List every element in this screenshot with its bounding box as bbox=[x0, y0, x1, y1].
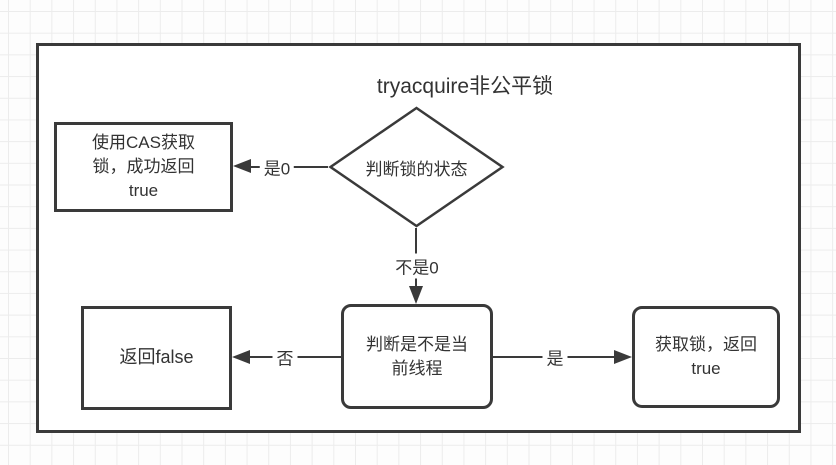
edge-no-label: 否 bbox=[272, 344, 298, 370]
edge-no-arrowhead-icon bbox=[232, 349, 250, 364]
node-judge-lock-state: 判断锁的状态 bbox=[328, 106, 505, 228]
node-return-false-label: 返回false bbox=[119, 347, 194, 368]
node-cas-acquire: 使用CAS获取 锁，成功返回 true bbox=[54, 122, 233, 212]
node-judge-current-thread-line-2: 前线程 bbox=[391, 358, 443, 378]
node-judge-lock-state-label: 判断锁的状态 bbox=[365, 159, 468, 179]
node-cas-acquire-line-1: 使用CAS获取 bbox=[92, 133, 195, 153]
edge-yes-label: 是 bbox=[542, 344, 568, 370]
node-judge-current-thread-line-1: 判断是不是当 bbox=[366, 334, 468, 354]
edge-not-zero-arrowhead-icon bbox=[408, 286, 423, 304]
node-return-false: 返回false bbox=[81, 306, 232, 410]
node-judge-current-thread: 判断是不是当 前线程 bbox=[341, 304, 493, 409]
diamond-outline bbox=[328, 106, 505, 228]
node-cas-acquire-line-3: true bbox=[128, 180, 159, 200]
edge-is-zero-label: 是0 bbox=[259, 154, 295, 180]
node-acquire-lock-line-2: true bbox=[691, 359, 721, 378]
edge-is-zero-arrowhead-icon bbox=[233, 159, 251, 173]
diamond-shape bbox=[328, 106, 505, 228]
edge-yes-arrowhead-icon bbox=[614, 349, 632, 364]
flowchart-canvas: tryacquire非公平锁 判断锁的状态 使用CAS获取 锁，成功返回 tru… bbox=[36, 43, 801, 433]
edge-not-zero-label: 不是0 bbox=[391, 253, 443, 279]
node-acquire-lock-line-1: 获取锁，返回 bbox=[655, 335, 757, 355]
node-acquire-lock: 获取锁，返回 true bbox=[632, 306, 780, 408]
diagram-title: tryacquire非公平锁 bbox=[376, 75, 554, 98]
node-cas-acquire-line-2: 锁，成功返回 bbox=[92, 157, 195, 177]
